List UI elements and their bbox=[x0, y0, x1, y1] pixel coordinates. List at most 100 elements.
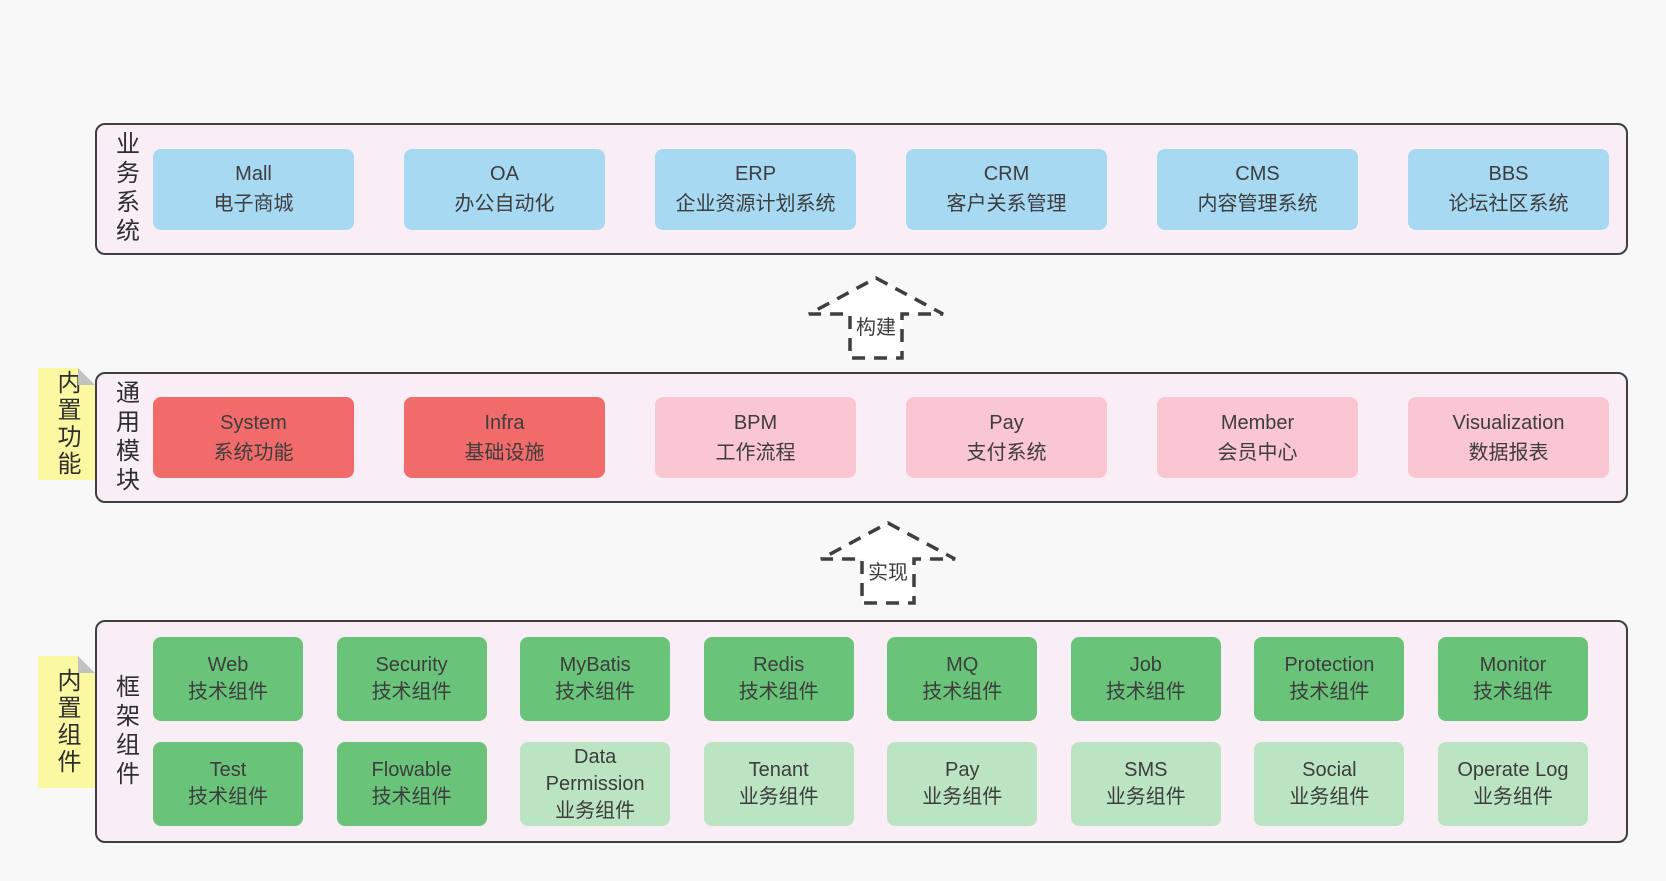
box-name-cn: 技术组件 bbox=[555, 681, 636, 703]
box-test: Test 技术组件 bbox=[153, 742, 303, 826]
box-name-en: Data Permission bbox=[545, 745, 645, 795]
box-social: Social 业务组件 bbox=[1254, 742, 1405, 826]
box-name-en: SMS bbox=[1124, 759, 1168, 781]
section-label-business: 业务系统 bbox=[97, 131, 153, 247]
box-data-permission: Data Permission 业务组件 bbox=[520, 742, 671, 826]
box-name-cn: 技术组件 bbox=[1289, 681, 1370, 703]
box-name-cn: 论坛社区系统 bbox=[1448, 193, 1569, 215]
box-sms: SMS 业务组件 bbox=[1070, 742, 1221, 826]
box-name-en: Security bbox=[375, 654, 448, 676]
box-name-en: CRM bbox=[983, 163, 1030, 185]
box-name-en: MQ bbox=[946, 654, 979, 676]
section-label-text: 业务系统 bbox=[111, 131, 139, 247]
box-name-en: Protection bbox=[1284, 654, 1375, 676]
section-framework-components: 框架组件 Web 技术组件 Security 技术组件 MyBatis 技术组件… bbox=[95, 620, 1628, 843]
box-name-en: Redis bbox=[753, 654, 805, 676]
box-visualization: Visualization 数据报表 bbox=[1408, 397, 1609, 478]
box-pay-biz: Pay 业务组件 bbox=[887, 742, 1038, 826]
box-name-cn: 客户关系管理 bbox=[946, 193, 1067, 215]
box-name-cn: 基础设施 bbox=[464, 441, 545, 464]
box-name-cn: 技术组件 bbox=[188, 681, 268, 703]
modules-boxes-row: System 系统功能 Infra 基础设施 BPM 工作流程 Pay 支付系统… bbox=[153, 397, 1609, 478]
implement-arrow: 实现 bbox=[818, 520, 958, 606]
section-common-modules: 通用模块 System 系统功能 Infra 基础设施 BPM 工作流程 Pay… bbox=[95, 372, 1628, 503]
box-name-en: Social bbox=[1302, 759, 1357, 781]
box-name-en: MyBatis bbox=[559, 654, 631, 676]
box-security: Security 技术组件 bbox=[336, 637, 487, 721]
box-name-en: System bbox=[220, 411, 287, 434]
box-name-cn: 技术组件 bbox=[922, 681, 1003, 703]
business-boxes-row: Mall 电子商城 OA 办公自动化 ERP 企业资源计划系统 CRM 客户关系… bbox=[153, 148, 1609, 230]
builtin-components-tag-text: 内置组件 bbox=[53, 668, 80, 776]
box-name-en: Flowable bbox=[371, 759, 452, 781]
box-name-en: Operate Log bbox=[1457, 759, 1569, 781]
box-name-cn: 业务组件 bbox=[555, 799, 636, 822]
box-name-en: Pay bbox=[989, 411, 1024, 434]
box-oa: OA 办公自动化 bbox=[404, 148, 605, 230]
box-name-en: CMS bbox=[1235, 163, 1280, 185]
box-mybatis: MyBatis 技术组件 bbox=[520, 637, 671, 721]
box-name-en: OA bbox=[490, 163, 519, 185]
box-name-cn: 系统功能 bbox=[213, 441, 294, 464]
folded-corner-icon bbox=[78, 368, 95, 385]
box-name-cn: 技术组件 bbox=[371, 786, 452, 808]
box-name-cn: 办公自动化 bbox=[454, 193, 555, 215]
box-redis: Redis 技术组件 bbox=[703, 637, 854, 721]
box-name-en: Web bbox=[207, 654, 249, 676]
builtin-components-tag: 内置组件 bbox=[38, 656, 95, 788]
box-name-cn: 电子商城 bbox=[213, 193, 294, 215]
box-name-cn: 业务组件 bbox=[1472, 786, 1553, 808]
box-bbs: BBS 论坛社区系统 bbox=[1408, 148, 1609, 230]
box-cms: CMS 内容管理系统 bbox=[1157, 148, 1358, 230]
box-operate-log: Operate Log 业务组件 bbox=[1437, 742, 1588, 826]
box-erp: ERP 企业资源计划系统 bbox=[655, 148, 856, 230]
section-label-text: 通用模块 bbox=[111, 379, 139, 496]
box-name-en: Tenant bbox=[748, 759, 809, 781]
box-name-cn: 业务组件 bbox=[738, 786, 819, 808]
box-infra: Infra 基础设施 bbox=[404, 397, 605, 478]
box-name-cn: 技术组件 bbox=[1472, 681, 1553, 703]
box-name-cn: 会员中心 bbox=[1217, 441, 1298, 464]
box-flowable: Flowable 技术组件 bbox=[336, 742, 487, 826]
framework-row-1: Web 技术组件 Security 技术组件 MyBatis 技术组件 Redi… bbox=[153, 637, 1588, 721]
box-name-cn: 支付系统 bbox=[966, 441, 1047, 464]
box-name-en: Infra bbox=[484, 411, 525, 434]
box-name-cn: 技术组件 bbox=[371, 681, 452, 703]
section-label-framework: 框架组件 bbox=[97, 674, 153, 790]
box-name-en: Mall bbox=[235, 163, 272, 185]
box-job: Job 技术组件 bbox=[1070, 637, 1221, 721]
build-arrow: 构建 bbox=[806, 275, 946, 361]
box-name-en: Monitor bbox=[1479, 654, 1547, 676]
implement-arrow-label: 实现 bbox=[865, 556, 911, 585]
folded-corner-icon bbox=[78, 656, 95, 673]
section-label-text: 框架组件 bbox=[111, 673, 139, 790]
box-bpm: BPM 工作流程 bbox=[655, 397, 856, 478]
box-name-en: Pay bbox=[945, 759, 980, 781]
box-name-cn: 内容管理系统 bbox=[1197, 193, 1318, 215]
section-business-systems: 业务系统 Mall 电子商城 OA 办公自动化 ERP 企业资源计划系统 CRM… bbox=[95, 123, 1628, 255]
box-name-en: Job bbox=[1129, 654, 1162, 676]
build-arrow-label: 构建 bbox=[853, 311, 899, 340]
box-mall: Mall 电子商城 bbox=[153, 148, 354, 230]
box-name-en: Member bbox=[1220, 411, 1295, 434]
box-name-cn: 数据报表 bbox=[1468, 441, 1549, 464]
framework-boxes-grid: Web 技术组件 Security 技术组件 MyBatis 技术组件 Redi… bbox=[153, 637, 1605, 826]
framework-row-2: Test 技术组件 Flowable 技术组件 Data Permission … bbox=[153, 742, 1588, 826]
box-name-en: ERP bbox=[734, 163, 777, 185]
box-pay: Pay 支付系统 bbox=[906, 397, 1107, 478]
section-label-modules: 通用模块 bbox=[97, 380, 153, 496]
box-system: System 系统功能 bbox=[153, 397, 354, 478]
box-protection: Protection 技术组件 bbox=[1254, 637, 1405, 721]
box-name-cn: 业务组件 bbox=[1105, 786, 1186, 808]
box-web: Web 技术组件 bbox=[153, 637, 303, 721]
builtin-features-tag: 内置功能 bbox=[38, 368, 95, 480]
box-name-cn: 技术组件 bbox=[188, 786, 268, 808]
box-tenant: Tenant 业务组件 bbox=[703, 742, 854, 826]
box-name-cn: 技术组件 bbox=[738, 681, 819, 703]
box-mq: MQ 技术组件 bbox=[887, 637, 1038, 721]
box-monitor: Monitor 技术组件 bbox=[1437, 637, 1588, 721]
box-name-cn: 企业资源计划系统 bbox=[675, 193, 836, 215]
box-name-cn: 业务组件 bbox=[1289, 786, 1370, 808]
box-name-en: Test bbox=[209, 759, 247, 781]
